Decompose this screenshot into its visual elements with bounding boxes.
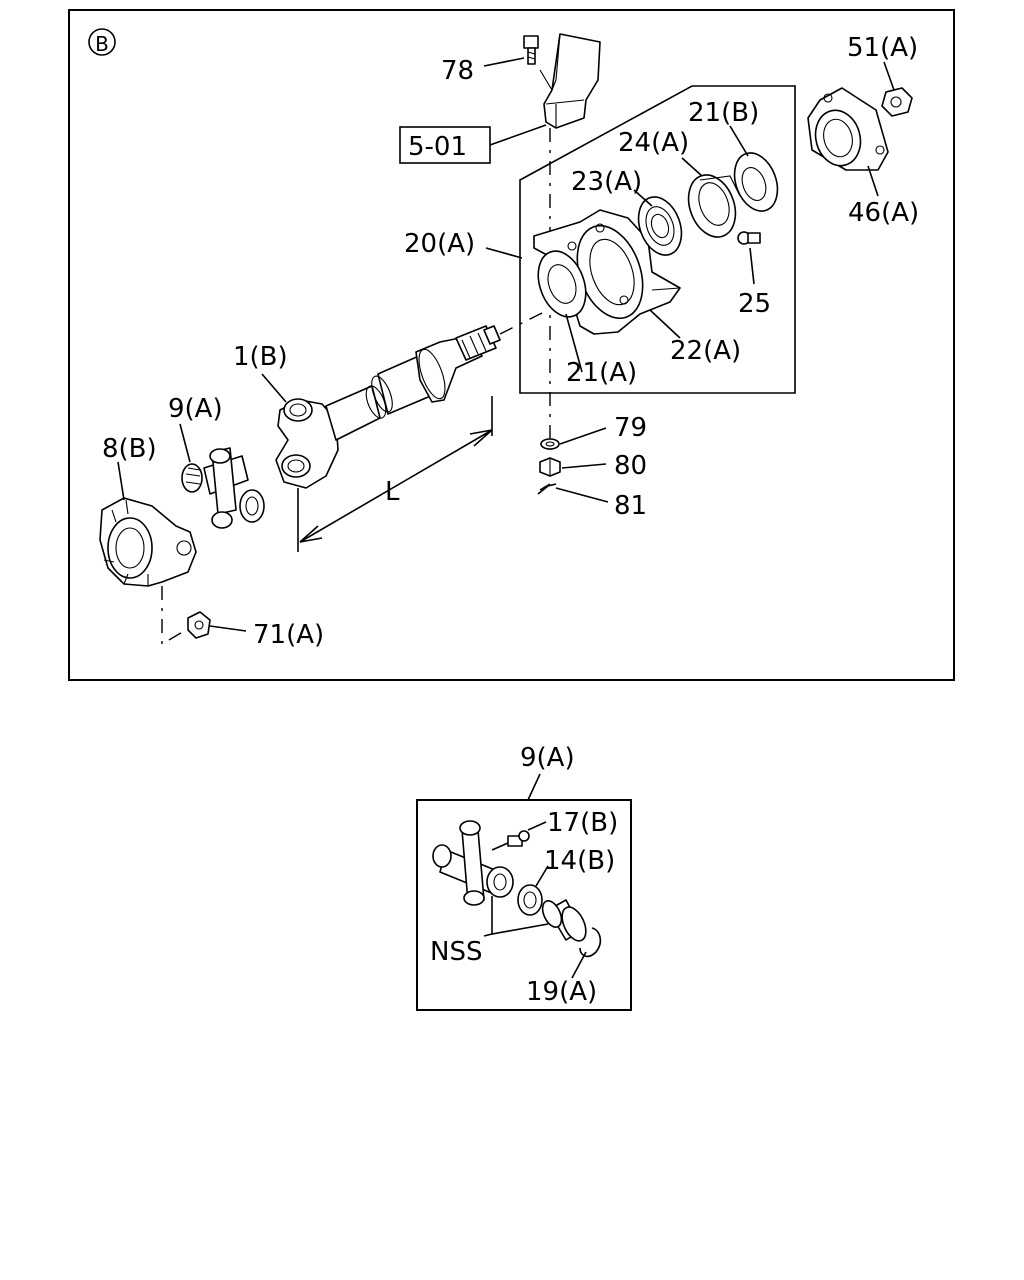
leader-14b (535, 865, 549, 887)
leader-8b (117, 461, 125, 501)
label-71a: 71(A) (253, 620, 324, 650)
label-25: 25 (738, 289, 771, 319)
label-17b: 17(B) (547, 808, 618, 838)
leader-24a (681, 157, 703, 177)
leader-17b-to-cross (491, 842, 509, 851)
label-51a: 51(A) (847, 33, 918, 63)
grease-nipple-17b-part (507, 830, 530, 847)
leader-25 (749, 247, 755, 285)
dimension-label-l: L (385, 477, 400, 507)
bearing-23a-part (637, 196, 683, 256)
main-view-frame (68, 9, 955, 681)
dimension-l (297, 396, 493, 552)
detail-title: 9(A) (520, 743, 575, 773)
washer-79-part (540, 438, 560, 450)
label-19a: 19(A) (526, 977, 597, 1007)
centerline-shaft (499, 311, 545, 335)
label-1b: 1(B) (233, 342, 288, 372)
leader-17b (527, 821, 547, 831)
label-8b: 8(B) (102, 434, 157, 464)
leader-79 (559, 427, 607, 445)
bracket-5-01-part (539, 33, 601, 129)
grease-nipple-25-part (737, 231, 761, 245)
label-79: 79 (614, 413, 647, 443)
seal-21b-part (733, 152, 779, 212)
leader-9a (179, 423, 191, 463)
label-78: 78 (441, 56, 474, 86)
label-21a: 21(A) (566, 358, 637, 388)
leader-71a (209, 625, 247, 632)
leader-46a (867, 165, 879, 197)
detail-title-leader (527, 773, 541, 801)
leader-21b (729, 125, 749, 157)
label-24a: 24(A) (618, 128, 689, 158)
leader-1b (261, 373, 287, 403)
cover-24a-part (687, 174, 741, 238)
view-marker-letter: B (95, 32, 109, 56)
flange-46a-part (807, 87, 889, 171)
flange-8b-part (99, 497, 197, 587)
leader-5-01 (489, 124, 547, 146)
seal-14b-part (517, 884, 543, 916)
leader-80 (561, 463, 607, 469)
leader-22a (649, 309, 681, 339)
propeller-shaft-1b-part (275, 325, 501, 489)
leader-23a (633, 189, 653, 207)
cross-spider-part (432, 820, 514, 906)
label-46a: 46(A) (848, 198, 919, 228)
label-9a: 9(A) (168, 394, 223, 424)
detail-view-frame (416, 799, 632, 1011)
label-23a: 23(A) (571, 167, 642, 197)
cotter-pin-81-part (537, 483, 557, 495)
leader-19a (571, 951, 587, 979)
label-nss: NSS (430, 937, 482, 967)
label-14b: 14(B) (544, 846, 615, 876)
leader-78 (483, 57, 525, 67)
label-21b: 21(B) (688, 98, 759, 128)
view-marker: B (88, 28, 116, 56)
centerline-flange (161, 586, 187, 646)
seal-21a-part (537, 250, 587, 318)
nut-71a-part (187, 611, 211, 639)
subassembly-box (519, 85, 796, 394)
leader-20a (485, 247, 523, 259)
nss-leader (483, 933, 493, 937)
leader-81 (555, 487, 609, 503)
bearing-cup-part (541, 899, 587, 942)
universal-joint-9a-part (181, 447, 265, 529)
snap-ring-19a-part (579, 927, 602, 958)
nut-80-part (539, 457, 561, 477)
bolt-78-part (523, 35, 539, 65)
nut-51a-part (881, 87, 913, 117)
leader-21a (565, 313, 583, 373)
label-80: 80 (614, 451, 647, 481)
label-81: 81 (614, 491, 647, 521)
bearing-housing-20a-part (533, 209, 681, 335)
label-20a: 20(A) (404, 229, 475, 259)
label-22a: 22(A) (670, 336, 741, 366)
ref-label-5-01: 5-01 (408, 132, 467, 162)
leader-51a (883, 61, 895, 91)
